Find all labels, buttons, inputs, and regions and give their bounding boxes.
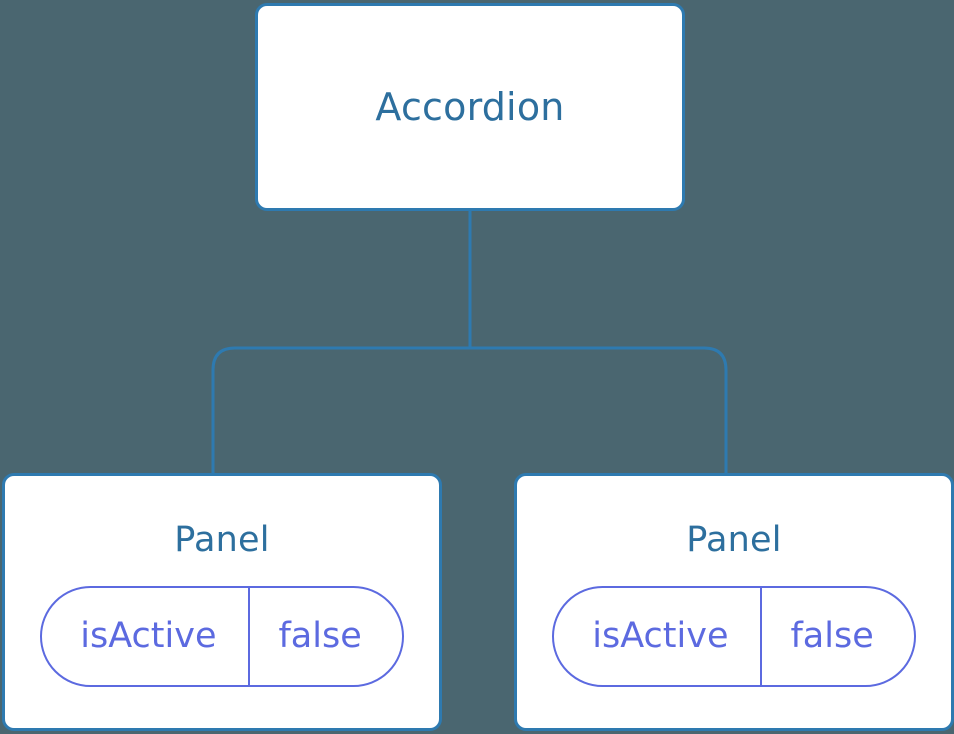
connector-path-left bbox=[211, 208, 472, 475]
state-badge-key: isActive bbox=[80, 616, 217, 656]
connector-path-right bbox=[468, 208, 728, 475]
state-badge[interactable]: isActive false bbox=[552, 586, 916, 687]
node-title: Accordion bbox=[375, 85, 565, 129]
state-badge-value: false bbox=[760, 588, 913, 685]
node-title: Panel bbox=[686, 520, 782, 560]
node-accordion[interactable]: Accordion bbox=[255, 3, 685, 211]
state-badge-key: isActive bbox=[592, 616, 729, 656]
state-badge-value: false bbox=[248, 588, 401, 685]
node-panel-1[interactable]: Panel isActive false bbox=[2, 473, 442, 731]
state-badge[interactable]: isActive false bbox=[40, 586, 404, 687]
node-title: Panel bbox=[174, 520, 270, 560]
node-panel-2[interactable]: Panel isActive false bbox=[514, 473, 954, 731]
